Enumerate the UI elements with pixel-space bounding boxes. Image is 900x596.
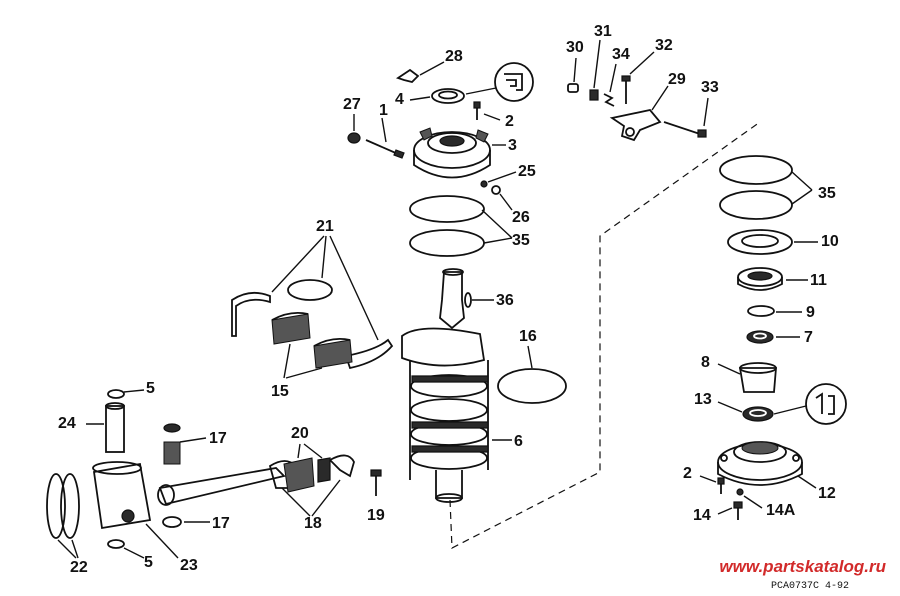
callout-35-right: 35 <box>818 185 836 202</box>
part-7-seal <box>746 330 800 344</box>
callout-17-top: 17 <box>209 430 227 447</box>
callout-15: 15 <box>271 383 289 400</box>
callout-32: 32 <box>655 37 673 54</box>
part-36-ring <box>464 292 494 308</box>
part-28-clip <box>395 61 445 83</box>
part-6-crankshaft <box>401 268 512 503</box>
callout-3: 3 <box>508 137 517 154</box>
callout-35-center: 35 <box>512 232 530 249</box>
callout-30: 30 <box>566 39 584 56</box>
callout-8: 8 <box>701 354 710 371</box>
callout-11: 11 <box>810 272 827 289</box>
part-8-sleeve <box>717 362 777 393</box>
callout-23: 23 <box>180 557 198 574</box>
callout-19: 19 <box>367 507 385 524</box>
figure-code: PCA0737C 4-92 <box>771 581 850 592</box>
detail-circle-lower <box>773 383 847 425</box>
part-35-rings-center <box>409 195 513 257</box>
part-2-screw-top <box>473 101 501 121</box>
callout-9: 9 <box>806 304 815 321</box>
callout-10: 10 <box>821 233 839 250</box>
callout-6: 6 <box>514 433 523 450</box>
part-14a-washer <box>736 488 763 509</box>
part-27-washer <box>347 114 361 144</box>
part-10-seal <box>727 229 818 255</box>
callout-34: 34 <box>612 46 630 63</box>
callout-25: 25 <box>518 163 536 180</box>
callout-36: 36 <box>496 292 514 309</box>
parts-30-34-small <box>567 39 655 107</box>
part-13-seal <box>717 401 774 422</box>
callout-13: 13 <box>694 391 712 408</box>
callout-7: 7 <box>804 329 813 346</box>
part-19-bolt <box>370 469 382 496</box>
callout-2-lower: 2 <box>683 465 692 482</box>
callout-31: 31 <box>594 23 612 40</box>
part-20-cage-bearing <box>283 443 331 493</box>
callout-21: 21 <box>316 218 334 235</box>
part-22-piston-rings <box>46 473 80 559</box>
part-21-bearing-shells <box>231 235 394 370</box>
part-3-upper-bearing-housing <box>413 127 506 179</box>
callout-17-bottom: 17 <box>212 515 230 532</box>
callout-18: 18 <box>304 515 322 532</box>
callout-29: 29 <box>668 71 686 88</box>
callout-5-top: 5 <box>146 380 155 397</box>
part-33-bolt <box>663 97 709 138</box>
part-9-ring <box>747 305 802 317</box>
part-5-retainer-top <box>107 389 145 399</box>
part-5-retainer-bottom <box>107 539 145 559</box>
part-18-connecting-rod <box>157 454 355 517</box>
part-16-ring <box>497 345 567 404</box>
parts-25-26-small <box>480 171 517 211</box>
callout-14: 14 <box>693 507 711 524</box>
watermark-link[interactable]: www.partskatalog.ru <box>719 557 886 576</box>
callout-28: 28 <box>445 48 463 65</box>
callout-27: 27 <box>343 96 361 113</box>
callout-20: 20 <box>291 425 309 442</box>
callout-1: 1 <box>379 102 388 119</box>
part-35-rings-right <box>719 155 813 220</box>
callout-26: 26 <box>512 209 530 226</box>
part-17-bearings <box>162 423 210 528</box>
part-2-screw-lower <box>699 475 725 494</box>
part-15-needle-bearings <box>271 311 353 379</box>
part-29-bracket <box>609 85 669 142</box>
callout-12: 12 <box>818 485 836 502</box>
part-12-lower-bearing-housing <box>717 441 817 489</box>
part-14-screw <box>717 501 743 520</box>
callout-2-top: 2 <box>505 113 514 130</box>
callout-14a: 14A <box>766 502 796 519</box>
callout-24: 24 <box>58 415 76 432</box>
callout-22: 22 <box>70 559 88 576</box>
detail-circle-top <box>465 62 534 102</box>
part-23-piston <box>92 461 179 559</box>
part-4-seal <box>409 88 465 104</box>
part-11-bearing <box>737 267 808 291</box>
callout-16: 16 <box>519 328 537 345</box>
callout-5-bottom: 5 <box>144 554 153 571</box>
callout-4: 4 <box>395 91 404 108</box>
callout-33: 33 <box>701 79 719 96</box>
part-1-bolt <box>365 117 405 159</box>
part-24-wrist-pin <box>86 402 125 453</box>
